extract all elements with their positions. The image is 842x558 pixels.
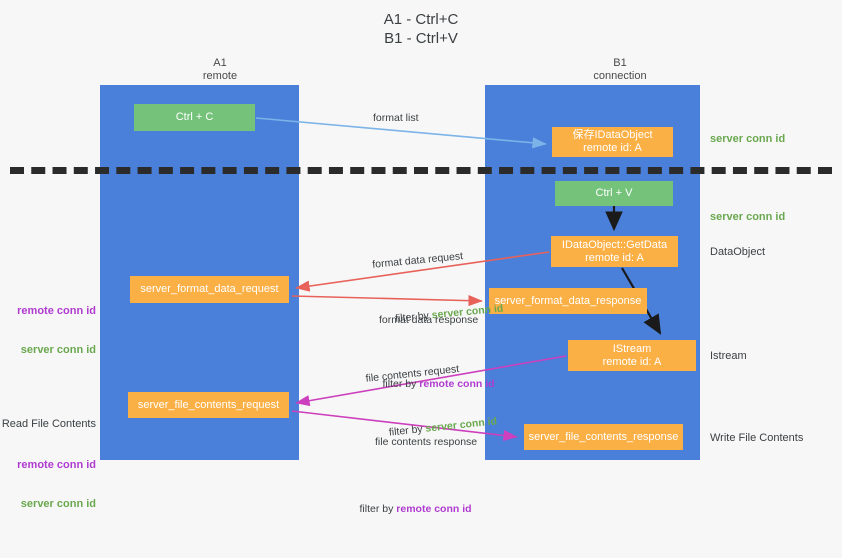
box-ctrl-v[interactable]: Ctrl + V (555, 181, 673, 206)
diagram-canvas: A1 - Ctrl+C B1 - Ctrl+V A1 remote B1 con… (0, 11, 832, 515)
note-remote-conn-id-2: remote conn id (17, 459, 96, 471)
note-conn-id-pair-2: Read File Contents remote conn id server… (0, 392, 96, 537)
note-remote-conn-id-1: remote conn id (17, 305, 96, 317)
filter-value-remote-conn-id: remote conn id (396, 503, 472, 515)
edge-label-file-contents-response-text: file contents response (375, 436, 478, 448)
edge-label-format-data-response-text: format data response (379, 314, 479, 326)
edge-label-file-contents-response: file contents response filter by remote … (360, 407, 478, 558)
edge-label-format-list: format list (373, 112, 419, 124)
box-server-file-contents-request[interactable]: server_file_contents_request (128, 392, 289, 418)
edge-label-format-data-response: format data response filter by remote co… (365, 285, 495, 433)
box-istream[interactable]: IStream remote id: A (568, 340, 696, 371)
filter-prefix: filter by (359, 503, 397, 515)
note-read-file-contents: Read File Contents (1, 418, 96, 430)
note-write-file-contents: Write File Contents (710, 432, 804, 444)
column-header-b1: B1 connection (593, 57, 647, 82)
note-server-conn-id-mid: server conn id (710, 211, 786, 223)
column-header-a1: A1 remote (202, 57, 238, 82)
note-server-conn-id-1: server conn id (20, 344, 96, 356)
box-ctrl-c[interactable]: Ctrl + C (134, 104, 255, 131)
note-server-conn-id-top: server conn id (710, 133, 786, 145)
filter-prefix: filter by (382, 378, 420, 390)
note-dataobject: DataObject (710, 246, 766, 258)
dashed-divider (10, 167, 832, 174)
box-idataobject-getdata[interactable]: IDataObject::GetData remote id: A (551, 236, 678, 267)
filter-value-remote-conn-id: remote conn id (419, 378, 495, 390)
edge-label-format-data-response-filter: filter by remote conn id (365, 363, 495, 405)
edge-label-format-data-request-text: format data request (371, 250, 464, 271)
note-istream: Istream (710, 350, 747, 362)
note-conn-id-pair-1: remote conn id server conn id (0, 279, 96, 383)
box-server-format-data-response[interactable]: server_format_data_response (489, 288, 647, 314)
note-server-conn-id-2: server conn id (20, 498, 96, 510)
edge-label-file-contents-response-filter: filter by remote conn id (342, 488, 477, 530)
edge-label-file-contents-request-text: file contents request (365, 363, 460, 385)
page-title: A1 - Ctrl+C B1 - Ctrl+V (383, 11, 459, 47)
box-save-idataobject[interactable]: 保存IDataObject remote id: A (552, 127, 673, 157)
box-server-format-data-request[interactable]: server_format_data_request (130, 276, 289, 303)
box-server-file-contents-response[interactable]: server_file_contents_response (524, 424, 683, 450)
